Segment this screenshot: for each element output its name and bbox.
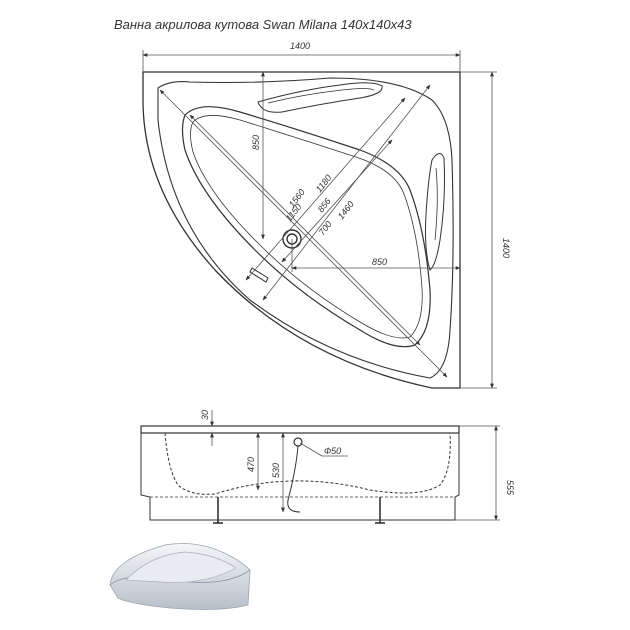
label-555: 555 bbox=[505, 480, 515, 496]
drawing-title: Ванна акрилова кутова Swan Milana 140x14… bbox=[114, 17, 412, 32]
leader-drain bbox=[299, 442, 323, 457]
label-drain-diameter: Ф50 bbox=[324, 446, 341, 456]
dim-line-diag-2 bbox=[189, 114, 421, 346]
plan-dimensions bbox=[142, 50, 497, 389]
label-width-1400: 1400 bbox=[290, 41, 310, 51]
plan-view bbox=[142, 71, 461, 389]
label-1150: 1150 bbox=[284, 202, 304, 223]
elevation-apron bbox=[140, 433, 460, 521]
label-856: 856 bbox=[316, 196, 333, 214]
label-height-1400: 1400 bbox=[501, 238, 511, 258]
elevation-basin bbox=[164, 432, 451, 495]
label-530: 530 bbox=[271, 463, 281, 478]
legs bbox=[213, 497, 385, 524]
dim-line-diag-5 bbox=[281, 139, 393, 263]
tub-render bbox=[109, 543, 251, 610]
elevation-view bbox=[140, 425, 460, 524]
plan-labels: 1400 1400 850 850 1560 1150 1180 856 700… bbox=[251, 41, 511, 267]
drain-pipe bbox=[287, 445, 301, 513]
elevation-labels: 30 470 530 Ф50 555 bbox=[200, 410, 515, 496]
armrest-top bbox=[257, 82, 383, 113]
tub-outline-outer bbox=[142, 71, 461, 389]
elevation-dimensions bbox=[210, 410, 500, 521]
label-700: 700 bbox=[317, 219, 334, 237]
elevation-rim bbox=[140, 425, 460, 434]
armrest-right bbox=[425, 153, 445, 271]
armrest-right-inner bbox=[434, 167, 438, 241]
label-850-vertical: 850 bbox=[251, 135, 261, 150]
label-470: 470 bbox=[246, 457, 256, 472]
tub-basin bbox=[181, 106, 431, 348]
render-tub-basin bbox=[125, 551, 237, 583]
label-30: 30 bbox=[200, 410, 210, 420]
overflow bbox=[249, 267, 269, 283]
tub-basin-inner bbox=[190, 115, 423, 339]
elevation-drain bbox=[293, 437, 303, 447]
tub-rim bbox=[157, 77, 454, 379]
label-850-horizontal: 850 bbox=[372, 257, 387, 267]
armrest-top-inner bbox=[267, 88, 375, 104]
